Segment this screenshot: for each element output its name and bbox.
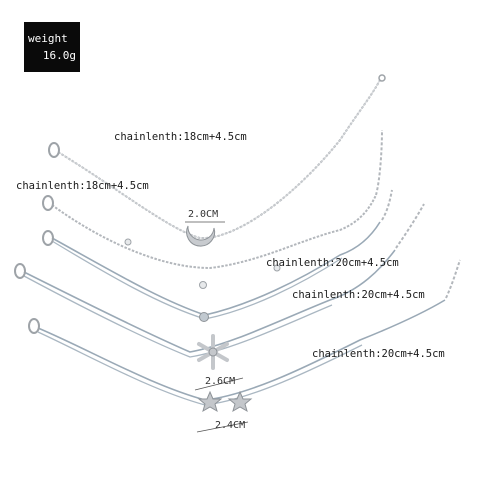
bracelet-bead-chain bbox=[42, 129, 383, 289]
lobster-clasp-icon bbox=[28, 318, 40, 334]
bracelet-cord-stars bbox=[28, 259, 461, 413]
snowflake-dimension: 2.6CM bbox=[205, 376, 236, 387]
stars-dimension: 2.4CM bbox=[215, 420, 246, 431]
moon-pendant-icon bbox=[186, 225, 216, 247]
weight-label: weight bbox=[28, 32, 68, 45]
bracelet-moon-chain bbox=[48, 74, 386, 272]
moon-dimension: 2.0CM bbox=[188, 209, 219, 220]
chain-length-label-4: chainlenth:20cm+4.5cm bbox=[292, 289, 425, 301]
lobster-clasp-icon bbox=[42, 195, 54, 211]
lobster-clasp-icon bbox=[42, 230, 54, 246]
star-pendant-icon bbox=[197, 390, 223, 413]
chain-length-label-1: chainlenth:18cm+4.5cm bbox=[114, 131, 247, 143]
lobster-clasp-icon bbox=[48, 142, 60, 158]
chain-length-label-3: chainlenth:20cm+4.5cm bbox=[266, 257, 399, 269]
star-pendant-icon bbox=[227, 390, 253, 413]
lobster-clasp-icon bbox=[14, 263, 26, 279]
bracelet-cord-bead bbox=[42, 189, 393, 322]
weight-badge: weight 16.0g bbox=[24, 22, 80, 72]
chain-length-label-5: chainlenth:20cm+4.5cm bbox=[312, 348, 445, 360]
bracelet-cord-snowflake bbox=[14, 203, 425, 370]
dimension-lines bbox=[185, 221, 249, 433]
chain-length-label-2: chainlenth:18cm+4.5cm bbox=[16, 180, 149, 192]
weight-value: 16.0g bbox=[42, 49, 76, 62]
snowflake-pendant-icon bbox=[197, 334, 229, 370]
